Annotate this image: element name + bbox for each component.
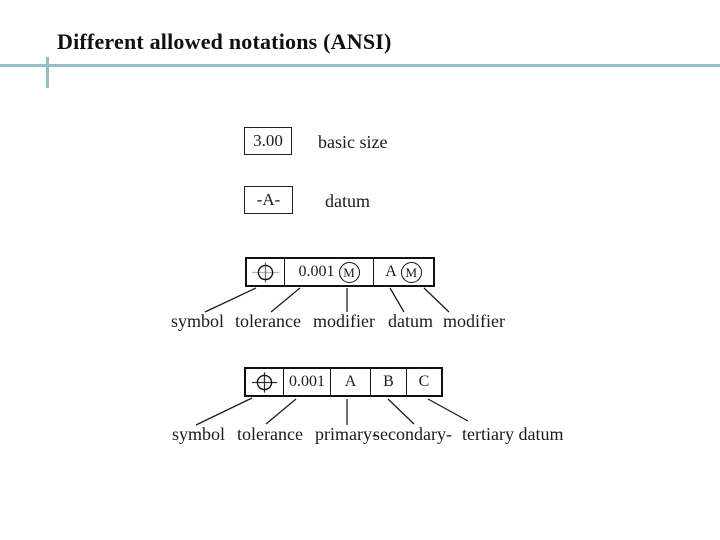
fcf1-symbol-cell [247, 259, 285, 285]
fcf2-label-tertiary: tertiary datum [462, 424, 564, 444]
leader-line [204, 287, 257, 313]
fcf2-symbol-cell [246, 369, 284, 395]
datum-box-label: datum [325, 191, 370, 211]
feature-control-frame-1: 0.001 M A M [245, 257, 435, 287]
leader-line [265, 398, 297, 425]
leader-line [195, 397, 253, 426]
fcf1-tolerance-cell: 0.001 M [285, 259, 374, 285]
position-icon [251, 261, 280, 283]
fcf1-label-datum: datum [388, 311, 433, 331]
leader-line [387, 398, 415, 425]
fcf1-label-modifier2: modifier [443, 311, 505, 331]
fcf1-datum-modifier: M [400, 261, 422, 283]
fcf2-tolerance-cell: 0.001 [284, 369, 331, 395]
fcf1-datum-cell: A M [374, 259, 433, 285]
header-rule [0, 64, 720, 67]
basic-size-box: 3.00 [244, 127, 292, 155]
fcf1-datum-value: A [385, 263, 397, 280]
leader-line [270, 287, 301, 313]
fcf2-secondary-datum-cell: B [371, 369, 407, 395]
leader-line [427, 398, 469, 422]
leader-line [389, 287, 405, 313]
basic-size-label: basic size [318, 132, 388, 152]
feature-control-frame-2: 0.001 A B C [244, 367, 443, 397]
fcf2-primary-datum-cell: A [331, 369, 371, 395]
leader-line [423, 287, 450, 313]
fcf2-label-symbol: symbol [172, 424, 226, 444]
fcf1-tolerance-value: 0.001 [298, 263, 335, 280]
fcf2-label-tolerance: tolerance [237, 424, 303, 444]
datum-box: -A- [244, 186, 293, 214]
fcf2-label-secondary: secondary- [373, 424, 452, 444]
fcf1-tolerance-modifier: M [338, 261, 360, 283]
fcf2-label-primary: primary- [315, 424, 378, 444]
position-icon [251, 371, 278, 393]
page-title: Different allowed notations (ANSI) [57, 29, 392, 54]
fcf2-tolerance-value: 0.001 [289, 373, 325, 390]
header-rule-tick [46, 57, 49, 88]
fcf2-tertiary-datum-cell: C [418, 373, 430, 390]
fcf1-label-modifier: modifier [313, 311, 375, 331]
fcf1-label-tolerance: tolerance [235, 311, 301, 331]
fcf1-label-symbol: symbol [171, 311, 225, 331]
